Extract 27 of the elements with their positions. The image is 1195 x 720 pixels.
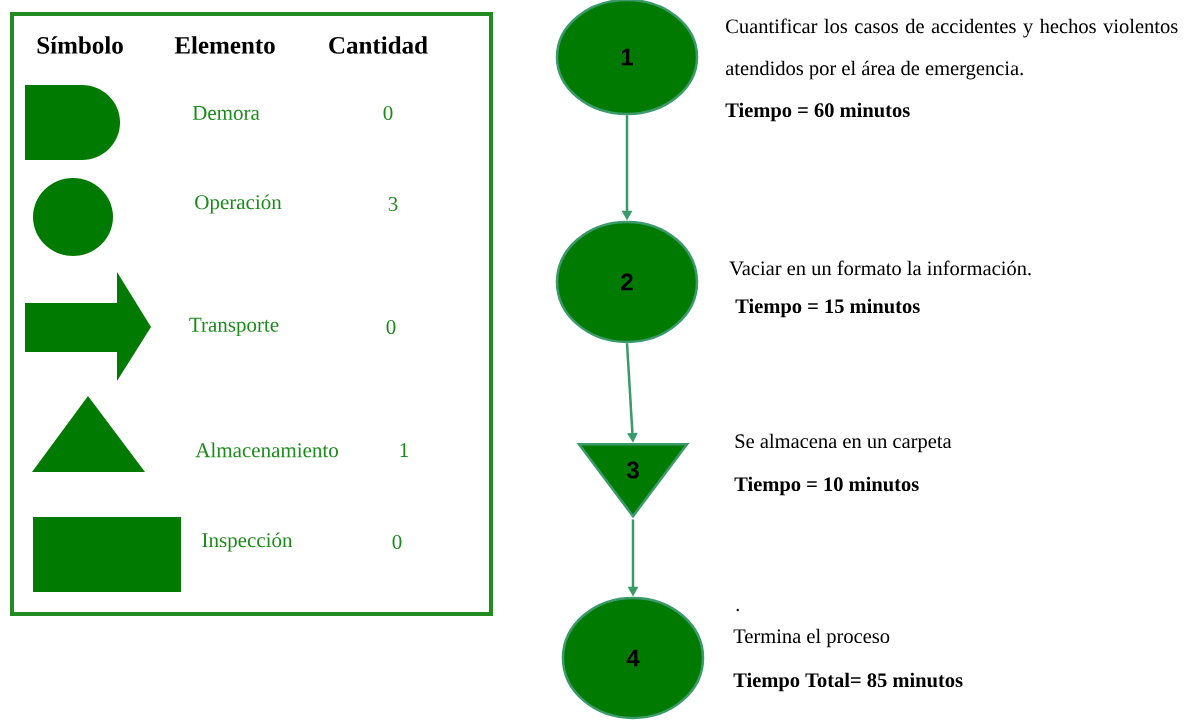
column-header: Símbolo — [37, 36, 123, 54]
step-time: Tiempo = 60 minutos — [725, 102, 910, 122]
transport-symbol — [25, 272, 151, 381]
element-name: Almacenamiento — [195, 442, 338, 458]
quantity-value: 0 — [386, 319, 396, 335]
element-name: Demora — [192, 106, 260, 120]
element-name: Transporte — [189, 317, 279, 337]
step-time: Tiempo Total= 85 minutos — [733, 672, 963, 692]
operation-symbol — [33, 178, 113, 256]
quantity-value: 0 — [392, 534, 402, 550]
quantity-value: 1 — [400, 443, 408, 457]
quantity-value: 3 — [388, 196, 398, 212]
column-header: Elemento — [174, 36, 275, 54]
inspection-symbol — [33, 517, 181, 592]
step-description: Se almacena en un carpeta — [735, 433, 952, 453]
storage-symbol — [32, 396, 145, 472]
step-time: Tiempo = 15 minutos — [735, 298, 920, 318]
column-header: Cantidad — [329, 36, 428, 54]
step-time: Tiempo = 10 minutos — [734, 476, 919, 496]
step-description: Cuantificar los casos de accidentes y hechos violentos atendidos por el área de emergencia. — [725, 18, 1178, 80]
delay-symbol — [25, 85, 120, 160]
element-name: Operación — [195, 194, 282, 214]
step-description: Termina el proceso — [733, 628, 890, 648]
element-name: Inspección — [202, 532, 293, 552]
quantity-value: 0 — [383, 105, 393, 121]
step-description: Vaciar en un formato la información. — [729, 260, 1031, 276]
step-description: . — [736, 608, 739, 612]
